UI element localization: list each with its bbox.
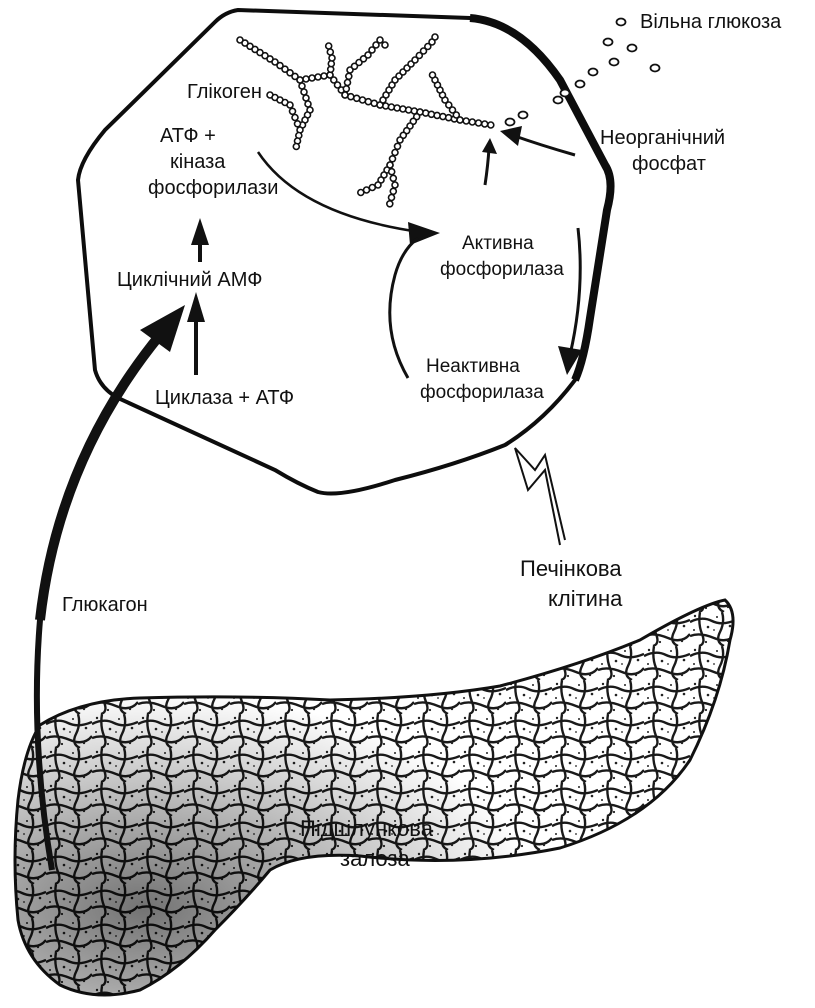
glycogen-bead (301, 89, 307, 95)
label-inactive-phosphorylase-2: фосфорилаза (420, 381, 544, 404)
glycogen-bead (432, 34, 438, 40)
glycogen-bead (389, 195, 395, 201)
glycogen-bead (390, 156, 396, 162)
glycogen-bead (392, 182, 398, 188)
label-inactive-phosphorylase-1: Неактивна (426, 355, 520, 378)
glycogen-bead (342, 92, 348, 98)
label-kinase: кіназа (170, 150, 225, 174)
arrow-atp-to-active-phosphorylase (258, 152, 440, 245)
glycogen-bead (365, 99, 371, 105)
glycogen-bead (303, 95, 309, 101)
glycogen-bead (434, 112, 440, 118)
glycogen-bead (303, 76, 309, 82)
label-phosphate: фосфат (632, 152, 706, 176)
glycogen-bead (309, 75, 315, 81)
glycogen-bead (387, 162, 393, 168)
glycogen-bead (321, 73, 327, 79)
label-pancreas-1: Підшлункова (300, 815, 433, 842)
label-atp-plus: АТФ + (160, 124, 216, 148)
label-cyclic-amp: Циклічний АМФ (117, 268, 262, 292)
arrow-phosphorylase-to-glycogen (482, 138, 497, 185)
label-phosphorylase-kinase: фосфорилази (148, 176, 278, 200)
pointer-liver-cell (515, 448, 565, 545)
arrow-inorganic-phosphate (500, 126, 575, 155)
glycogen-bead (488, 122, 494, 128)
glycogen-bead (377, 37, 383, 43)
glycogen-bead (390, 175, 396, 181)
glycogen-bead (346, 73, 352, 79)
glycogen-bead (397, 137, 403, 143)
glycogen-bead (293, 144, 299, 150)
label-inorganic: Неорганічний (600, 126, 725, 150)
free-glucose-molecules (506, 19, 660, 126)
label-cyclase-atp: Циклаза + АТФ (155, 386, 294, 410)
label-free-glucose: Вільна глюкоза (640, 10, 781, 34)
label-active-phosphorylase-2: фосфорилаза (440, 258, 564, 281)
glycogen-bead (394, 105, 400, 111)
arrow-active-to-inactive (558, 228, 582, 375)
glycogen-bead (358, 190, 364, 196)
arrow-cyclase-to-camp (187, 292, 205, 375)
glycogen-bead (329, 55, 335, 61)
glycogen-bead (482, 121, 488, 127)
glycogen-bead (390, 188, 396, 194)
glycogen-bead (327, 49, 333, 55)
glycogen-bead (387, 201, 393, 207)
label-glycogen: Глікоген (187, 80, 262, 104)
glycogen-bead (345, 80, 351, 86)
glycogen-bead (326, 43, 332, 49)
glycogen-bead (297, 77, 303, 83)
glycogen-bead (392, 150, 398, 156)
glycogen-bead (469, 119, 475, 125)
label-pancreas-2: залоза (340, 845, 410, 872)
label-glucagon: Глюкагон (62, 593, 148, 617)
glycogen-bead (299, 83, 305, 89)
glycogen-bead (305, 101, 311, 107)
label-active-phosphorylase-1: Активна (462, 232, 534, 255)
arrow-inactive-to-active (390, 238, 418, 378)
glycogen-bead (476, 120, 482, 126)
glycogen-bead (382, 42, 388, 48)
glycogen-bead (430, 72, 436, 78)
glycogen-bead (287, 102, 293, 108)
arrow-camp-to-kinase (191, 218, 209, 262)
label-liver-cell-2: клітина (548, 585, 622, 612)
glycogen-bead (292, 115, 298, 121)
glycogen-bead (389, 169, 395, 175)
glycogen-bead (295, 121, 301, 127)
glycogen-bead (343, 86, 349, 92)
glycogen-bead (315, 74, 321, 80)
label-liver-cell-1: Печінкова (520, 555, 622, 582)
glycogen-bead (290, 108, 296, 114)
glycogen-bead (463, 118, 469, 124)
glycogen-bead (395, 143, 401, 149)
pancreas-illustration (15, 600, 733, 995)
